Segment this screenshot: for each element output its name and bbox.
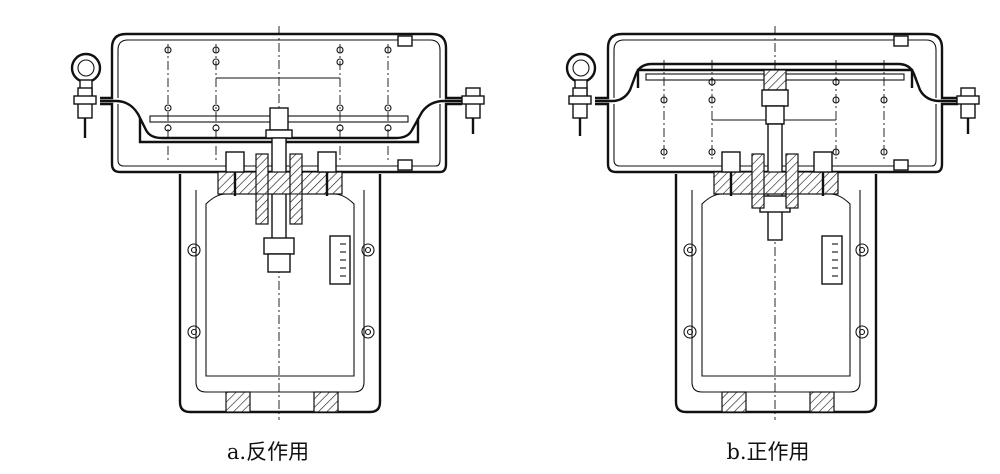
bonnet-a — [217, 151, 343, 225]
flange-bolt-right-b — [956, 87, 980, 134]
yoke-a — [178, 174, 382, 414]
caption-panel-b: b.正作用 — [726, 440, 810, 464]
yoke-b — [674, 174, 878, 414]
flange-bolt-left-b — [568, 87, 592, 136]
travel-scale-b — [821, 235, 843, 285]
caption-panel-a: a.反作用 — [226, 440, 310, 464]
flange-bolt-right-a — [461, 87, 485, 134]
springs-a — [164, 44, 392, 160]
travel-scale-a — [329, 235, 351, 285]
panel-a-reverse-acting — [70, 26, 485, 420]
panel-b-direct-acting — [565, 26, 980, 420]
flange-bolt-left-a — [73, 87, 97, 138]
push-rod-b — [759, 69, 791, 241]
